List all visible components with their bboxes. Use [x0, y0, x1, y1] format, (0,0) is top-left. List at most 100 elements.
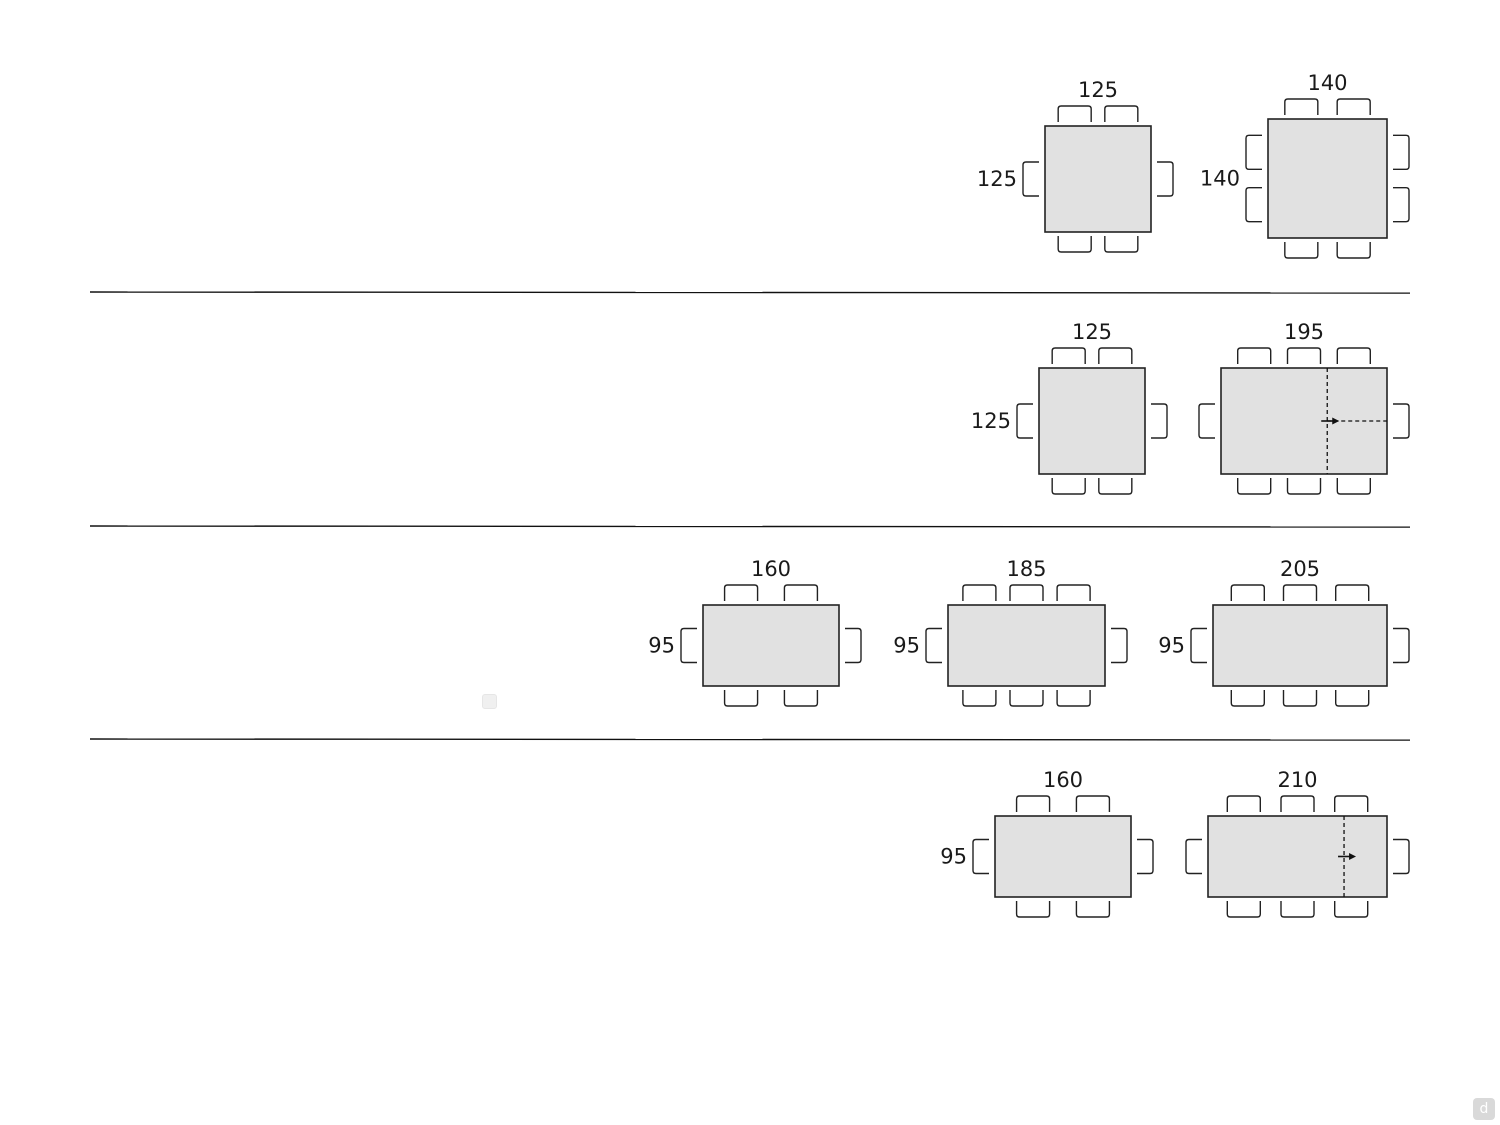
chair-icon — [1336, 347, 1371, 364]
chair-icon — [845, 627, 862, 664]
chair-icon — [1284, 242, 1319, 259]
chair-icon — [1230, 584, 1265, 601]
chair-icon — [1230, 690, 1265, 707]
depth-label: 140 — [1200, 167, 1240, 191]
chair-icon — [1057, 236, 1092, 253]
chair-icon — [1226, 795, 1261, 812]
brand-logo-icon: d — [1473, 1098, 1495, 1120]
chair-icon — [1393, 134, 1410, 171]
width-label: 140 — [1307, 71, 1347, 95]
chair-icon — [1009, 584, 1044, 601]
chair-icon — [1015, 901, 1051, 918]
chair-icon — [1334, 901, 1369, 918]
table-plan: 140 140 — [1200, 71, 1410, 259]
chair-icon — [680, 627, 697, 664]
chair-icon — [1057, 105, 1092, 122]
chair-icon — [1237, 347, 1272, 364]
chair-icon — [1334, 795, 1369, 812]
row-divider — [89, 291, 1411, 294]
chair-icon — [1245, 186, 1262, 223]
chair-icon — [1198, 403, 1215, 439]
chair-icon — [1393, 838, 1410, 875]
table-top — [994, 815, 1132, 898]
chair-icon — [1075, 795, 1111, 812]
width-label: 185 — [1006, 557, 1046, 581]
chair-icon — [1245, 134, 1262, 171]
chair-icon — [723, 584, 759, 601]
table-top — [702, 604, 840, 687]
chair-icon — [1286, 478, 1322, 495]
table-top — [1044, 125, 1152, 233]
chair-icon — [972, 838, 989, 875]
faint-watermark-icon — [482, 694, 497, 709]
table-plan: 160 95 — [940, 768, 1154, 918]
table-top — [1212, 604, 1388, 687]
table-plan: 210 — [1185, 768, 1410, 918]
chair-icon — [1286, 347, 1322, 364]
width-label: 125 — [1072, 320, 1112, 344]
chair-icon — [1185, 838, 1202, 875]
chair-icon — [1022, 161, 1039, 197]
chair-icon — [1282, 690, 1318, 707]
chair-icon — [1336, 478, 1371, 495]
chair-icon — [1009, 690, 1044, 707]
chair-icon — [1151, 403, 1168, 439]
width-label: 210 — [1277, 768, 1317, 792]
chair-icon — [783, 584, 819, 601]
chair-icon — [1056, 690, 1091, 707]
chair-icon — [1280, 795, 1315, 812]
depth-label: 125 — [971, 409, 1011, 433]
chair-icon — [1336, 98, 1371, 115]
chair-icon — [1051, 478, 1086, 495]
chair-icon — [1015, 795, 1051, 812]
chair-icon — [1282, 584, 1318, 601]
depth-label: 95 — [1158, 634, 1185, 658]
chair-icon — [1051, 347, 1086, 364]
table-top — [1038, 367, 1146, 475]
depth-label: 95 — [893, 634, 920, 658]
chair-icon — [1393, 186, 1410, 223]
chair-icon — [1237, 478, 1272, 495]
depth-label: 95 — [648, 634, 675, 658]
chair-icon — [1098, 347, 1133, 364]
table-plan: 185 95 — [893, 557, 1128, 707]
row-divider — [89, 525, 1411, 528]
tables-layer: 1251251401401251251951609518595205951609… — [648, 71, 1410, 918]
extension-arrow-head-icon — [1349, 853, 1357, 860]
chair-icon — [723, 690, 759, 707]
chair-icon — [1016, 403, 1033, 439]
row-divider — [89, 738, 1411, 741]
width-label: 160 — [1043, 768, 1083, 792]
depth-label: 125 — [977, 167, 1017, 191]
chair-icon — [1111, 627, 1128, 664]
table-plan: 160 95 — [648, 557, 862, 707]
depth-label: 95 — [940, 845, 967, 869]
chair-icon — [1104, 236, 1139, 253]
width-label: 195 — [1284, 320, 1324, 344]
chair-icon — [1335, 584, 1370, 601]
chair-icon — [1336, 242, 1371, 259]
table-top — [947, 604, 1106, 687]
chair-icon — [962, 690, 997, 707]
chair-icon — [1280, 901, 1315, 918]
chair-icon — [1104, 105, 1139, 122]
chair-icon — [1056, 584, 1091, 601]
chair-icon — [1157, 161, 1174, 197]
chair-icon — [1098, 478, 1133, 495]
chair-icon — [1393, 403, 1410, 439]
chair-icon — [783, 690, 819, 707]
width-label: 125 — [1078, 78, 1118, 102]
chair-icon — [1284, 98, 1319, 115]
table-top — [1220, 367, 1388, 475]
width-label: 160 — [751, 557, 791, 581]
chair-icon — [1137, 838, 1154, 875]
chair-icon — [1075, 901, 1111, 918]
extension-arrow-head-icon — [1332, 417, 1340, 425]
chair-icon — [925, 627, 942, 664]
table-plan: 125 125 — [971, 320, 1168, 495]
chair-icon — [1226, 901, 1261, 918]
table-plan: 195 — [1198, 320, 1410, 495]
table-top — [1267, 118, 1388, 239]
